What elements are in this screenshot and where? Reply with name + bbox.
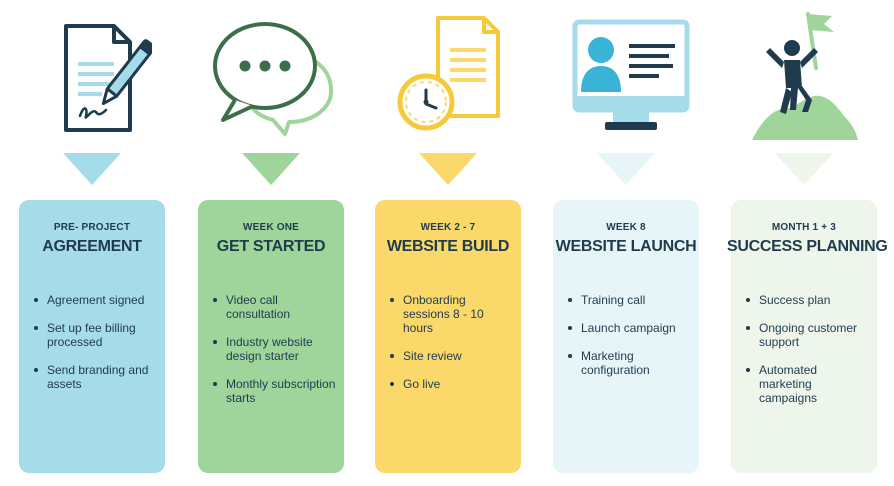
step-phase: WEEK ONE: [242, 222, 300, 233]
step-title: SUCCESS PLANNING: [727, 238, 888, 255]
chat-bubbles-icon: [198, 12, 344, 140]
step-arrow-icon: [597, 153, 655, 185]
step-title: AGREEMENT: [42, 238, 142, 255]
list-item: Industry website design starter: [213, 335, 338, 363]
step-card: WEEK 8 WEBSITE LAUNCH Training call Laun…: [553, 200, 699, 473]
monitor-profile-icon: [553, 12, 699, 140]
list-item: Automated marketing campaigns: [746, 363, 871, 405]
list-item: Set up fee billing processed: [34, 321, 159, 349]
step-phase: PRE- PROJECT: [53, 222, 131, 233]
list-item: Agreement signed: [34, 293, 159, 307]
list-item: Onboarding sessions 8 - 10 hours: [390, 293, 515, 335]
step-arrow-icon: [242, 153, 300, 185]
step-card: WEEK 2 - 7 WEBSITE BUILD Onboarding sess…: [375, 200, 521, 473]
list-item: Marketing configuration: [568, 349, 693, 377]
summit-flag-icon: [731, 12, 877, 140]
list-item: Video call consultation: [213, 293, 338, 321]
step-card: WEEK ONE GET STARTED Video call consulta…: [198, 200, 344, 473]
step-website-build: WEEK 2 - 7 WEBSITE BUILD Onboarding sess…: [375, 0, 521, 486]
step-item-list: Training call Launch campaign Marketing …: [568, 293, 693, 391]
step-arrow-icon: [775, 153, 833, 185]
step-get-started: WEEK ONE GET STARTED Video call consulta…: [198, 0, 344, 486]
step-phase: MONTH 1 + 3: [771, 222, 837, 233]
list-item: Training call: [568, 293, 693, 307]
step-title: WEBSITE BUILD: [386, 238, 510, 255]
step-item-list: Success plan Ongoing customer support Au…: [746, 293, 871, 419]
list-item: Site review: [390, 349, 515, 363]
list-item: Success plan: [746, 293, 871, 307]
contract-signing-icon: [19, 12, 165, 140]
step-item-list: Video call consultation Industry website…: [213, 293, 338, 419]
step-card: MONTH 1 + 3 SUCCESS PLANNING Success pla…: [727, 200, 888, 473]
list-item: Monthly subscription starts: [213, 377, 338, 405]
list-item: Launch campaign: [568, 321, 693, 335]
step-arrow-icon: [419, 153, 477, 185]
step-card: PRE- PROJECT AGREEMENT Agreement signed …: [19, 200, 165, 473]
step-phase: WEEK 2 - 7: [420, 222, 476, 233]
step-title: GET STARTED: [216, 238, 326, 255]
step-item-list: Onboarding sessions 8 - 10 hours Site re…: [390, 293, 515, 405]
list-item: Send branding and assets: [34, 363, 159, 391]
step-website-launch: WEEK 8 WEBSITE LAUNCH Training call Laun…: [553, 0, 699, 486]
list-item: Go live: [390, 377, 515, 391]
step-arrow-icon: [63, 153, 121, 185]
step-agreement: PRE- PROJECT AGREEMENT Agreement signed …: [19, 0, 165, 486]
step-success-planning: MONTH 1 + 3 SUCCESS PLANNING Success pla…: [727, 0, 888, 486]
list-item: Ongoing customer support: [746, 321, 871, 349]
step-phase: WEEK 8: [606, 222, 646, 233]
step-title: WEBSITE LAUNCH: [555, 238, 697, 255]
step-item-list: Agreement signed Set up fee billing proc…: [34, 293, 159, 405]
document-clock-icon: [375, 12, 521, 140]
